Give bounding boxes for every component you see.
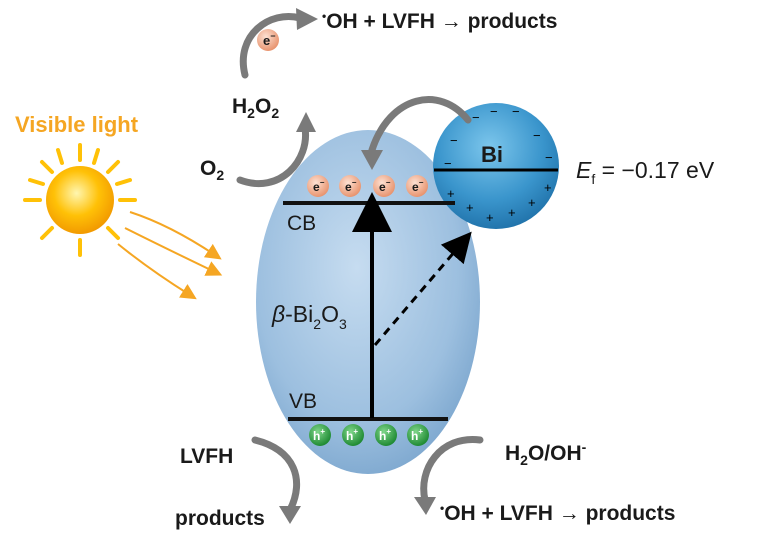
svg-text:−: − bbox=[545, 150, 553, 165]
svg-text:e−: e− bbox=[263, 31, 276, 48]
svg-text:e−: e− bbox=[379, 178, 391, 194]
o2-to-h2o2-arrow bbox=[236, 124, 310, 188]
electron-ball-top: e− bbox=[257, 29, 279, 51]
semiconductor-label: β-Bi2O3 bbox=[271, 301, 347, 332]
svg-text:e−: e− bbox=[412, 178, 424, 194]
svg-text:−: − bbox=[512, 104, 520, 119]
top-reaction-label: •OH + LVFH → products bbox=[322, 9, 557, 33]
semiconductor-particle bbox=[256, 130, 480, 474]
svg-text:h+: h+ bbox=[411, 427, 423, 443]
svg-text:+: + bbox=[466, 200, 474, 215]
visible-light-label: Visible light bbox=[15, 112, 139, 137]
svg-text:−: − bbox=[450, 133, 458, 148]
lvfh-to-products-arrow bbox=[251, 436, 301, 514]
vb-holes: h+ h+ h+ h+ bbox=[309, 424, 429, 446]
fermi-level-label: Ef = −0.17 eV bbox=[576, 157, 715, 187]
svg-text:h+: h+ bbox=[346, 427, 358, 443]
svg-text:+: + bbox=[486, 210, 494, 225]
svg-text:−: − bbox=[490, 104, 498, 119]
svg-text:+: + bbox=[447, 186, 455, 201]
svg-text:−: − bbox=[533, 128, 541, 143]
svg-text:+: + bbox=[544, 180, 552, 195]
cb-label: CB bbox=[287, 212, 316, 235]
light-rays bbox=[117, 211, 223, 300]
lvfh-label: LVFH bbox=[180, 445, 233, 468]
e-to-top-reaction-arrow bbox=[239, 13, 304, 79]
bottom-reaction-label: •OH + LVFH → products bbox=[440, 501, 675, 525]
o2-label: O2 bbox=[200, 157, 224, 183]
vb-label: VB bbox=[289, 390, 317, 413]
svg-text:−: − bbox=[472, 110, 480, 125]
h2o-to-oh-arrow bbox=[420, 436, 484, 504]
cb-electrons: e− e− e− e− bbox=[307, 175, 428, 197]
svg-text:+: + bbox=[508, 205, 516, 220]
bi-particle bbox=[433, 103, 559, 229]
svg-text:e−: e− bbox=[313, 178, 325, 194]
h2o-oh-label: H2O/OH- bbox=[505, 439, 587, 468]
svg-text:h+: h+ bbox=[313, 427, 325, 443]
svg-text:+: + bbox=[528, 195, 536, 210]
h2o2-label: H2O2 bbox=[232, 95, 279, 121]
svg-text:h+: h+ bbox=[379, 427, 391, 443]
bi-charges: − − − − − − − + + + + + + bbox=[444, 104, 553, 225]
svg-text:−: − bbox=[444, 156, 452, 171]
sun-icon bbox=[23, 143, 137, 257]
products-label: products bbox=[175, 507, 265, 530]
svg-text:e−: e− bbox=[345, 178, 357, 194]
bi-label: Bi bbox=[481, 142, 503, 167]
bi-to-cb-arrow bbox=[368, 96, 472, 154]
